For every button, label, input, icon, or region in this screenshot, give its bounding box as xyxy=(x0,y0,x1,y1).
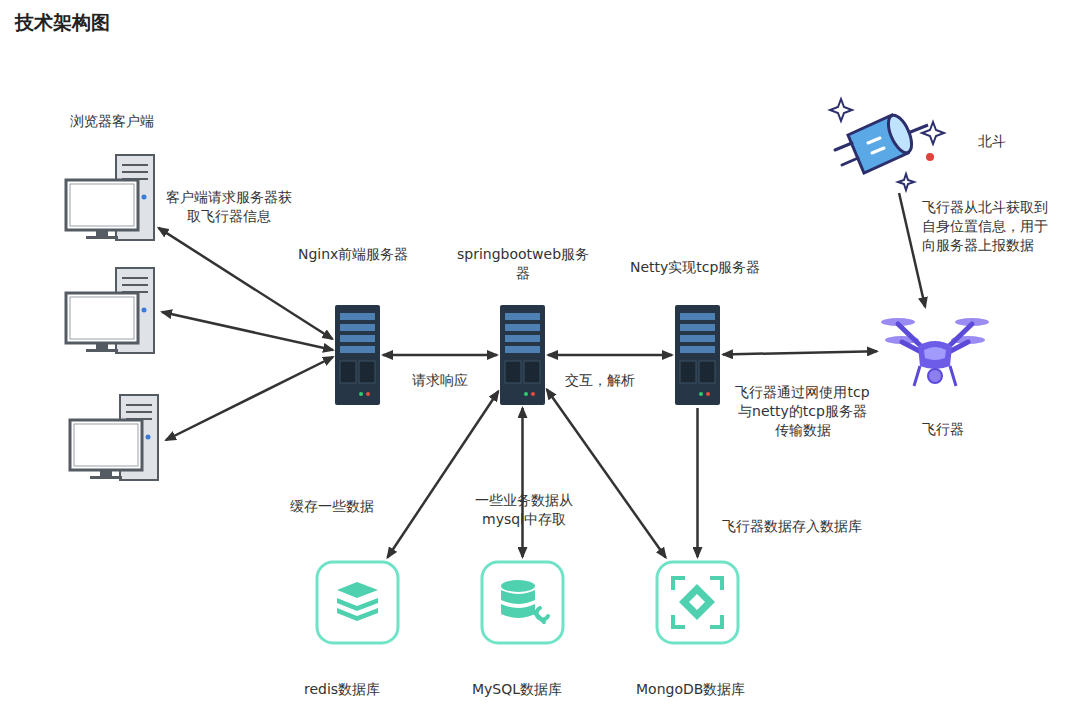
node-label: MongoDB数据库 xyxy=(636,680,745,699)
arrow-connector xyxy=(387,391,498,557)
edge-label: 一些业务数据从mysql中存取 xyxy=(468,491,580,529)
server-icon xyxy=(675,305,720,405)
client-box: 浏览器客户端 xyxy=(66,155,156,240)
drone-icon xyxy=(881,318,989,386)
arrow-connector xyxy=(548,354,672,357)
node-label: redis数据库 xyxy=(304,680,380,699)
node-label: springbootweb服务器 xyxy=(456,245,590,283)
edge-label: 飞行器通过网使用tcp与netty的tcp服务器传输数据 xyxy=(735,383,870,440)
edge-label: 飞行器从北斗获取到自身位置信息，用于向服务器上报数据 xyxy=(922,198,1054,255)
server-box: springbootweb服务器 xyxy=(500,305,545,405)
arrow-connector xyxy=(383,354,497,357)
arrow-connector xyxy=(159,228,333,339)
client-wire xyxy=(162,312,333,350)
server-box: Netty实现tcp服务器 xyxy=(675,305,720,405)
database-box: redis数据库 xyxy=(315,560,400,645)
server-icon xyxy=(500,305,545,405)
redis-icon xyxy=(317,562,398,643)
edge-label: 客户端请求服务器获取飞行器信息 xyxy=(163,188,295,226)
arrow-connector xyxy=(696,408,699,557)
computer-icon xyxy=(66,155,154,240)
node-label: 浏览器客户端 xyxy=(70,112,154,131)
computer-icon xyxy=(66,268,154,353)
node-label: Nginx前端服务器 xyxy=(298,245,408,264)
node-label: 北斗 xyxy=(978,132,1006,151)
arrow-connector xyxy=(547,389,666,557)
mysql-icon xyxy=(482,562,563,643)
server-icon xyxy=(335,305,380,405)
database-box: MySQL数据库 xyxy=(480,560,565,645)
mongodb-icon xyxy=(657,562,738,643)
computer-icon xyxy=(70,395,158,480)
edge-label: 交互，解析 xyxy=(565,371,635,390)
drone-box: 飞行器 xyxy=(880,310,990,390)
arrow-connector xyxy=(521,408,524,557)
node-label: Netty实现tcp服务器 xyxy=(630,258,760,277)
arrow-connector xyxy=(723,351,877,354)
arrow-connector xyxy=(899,193,925,307)
edge-label: 飞行器数据存入数据库 xyxy=(722,517,862,536)
satellite-box: 北斗 xyxy=(830,95,945,190)
edge-label: 请求响应 xyxy=(412,371,468,390)
satellite-icon xyxy=(830,99,944,190)
server-box: Nginx前端服务器 xyxy=(335,305,380,405)
node-label: MySQL数据库 xyxy=(472,680,562,699)
database-box: MongoDB数据库 xyxy=(655,560,740,645)
client-wire xyxy=(166,357,333,440)
edge-label: 缓存一些数据 xyxy=(290,497,374,516)
node-label: 飞行器 xyxy=(922,420,964,439)
diagram-title: 技术架构图 xyxy=(15,10,110,36)
